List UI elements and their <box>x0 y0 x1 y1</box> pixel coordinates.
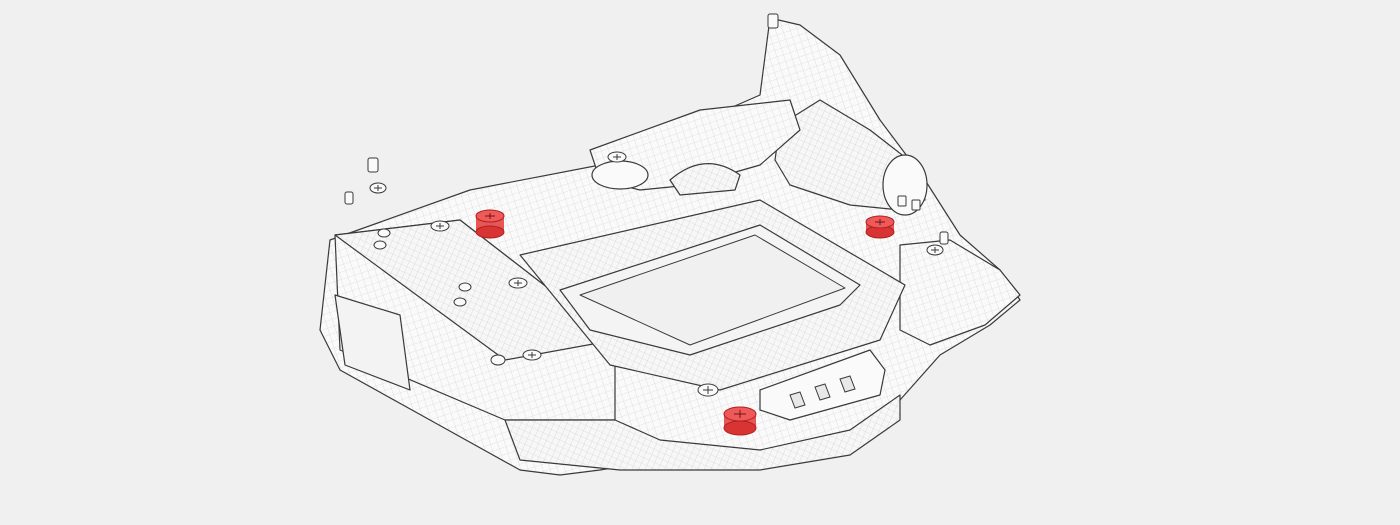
front-base-rail <box>504 394 901 471</box>
rail-slot <box>789 391 806 409</box>
screw-icon <box>508 277 528 289</box>
highlighted-screw-bottom-icon <box>723 406 757 436</box>
cam-pulley <box>591 160 649 190</box>
locating-pin <box>911 199 921 211</box>
sensor-inner-opening <box>579 234 846 346</box>
locating-pin <box>939 231 949 245</box>
right-bracket <box>899 239 1021 346</box>
block-bump <box>453 297 467 307</box>
rail-slot <box>814 383 831 401</box>
rail-slot <box>839 375 856 393</box>
screw-icon <box>607 151 627 163</box>
locating-pin <box>367 157 379 173</box>
highlighted-screw-right-icon <box>865 215 895 239</box>
block-bump <box>458 282 472 292</box>
screw-icon <box>697 383 719 397</box>
screw-icon <box>926 244 944 256</box>
block-bump <box>373 240 387 250</box>
screw-icon <box>369 182 387 194</box>
highlighted-screw-top-left-icon <box>475 209 505 239</box>
locating-pin <box>344 191 354 205</box>
screw-icon <box>522 349 542 361</box>
left-side-panel <box>334 294 411 391</box>
block-bump <box>490 354 506 366</box>
screw-icon <box>430 220 450 232</box>
locating-pin <box>897 195 907 207</box>
locating-pin <box>767 13 779 29</box>
drive-gear <box>669 163 741 196</box>
block-bump <box>377 228 391 238</box>
